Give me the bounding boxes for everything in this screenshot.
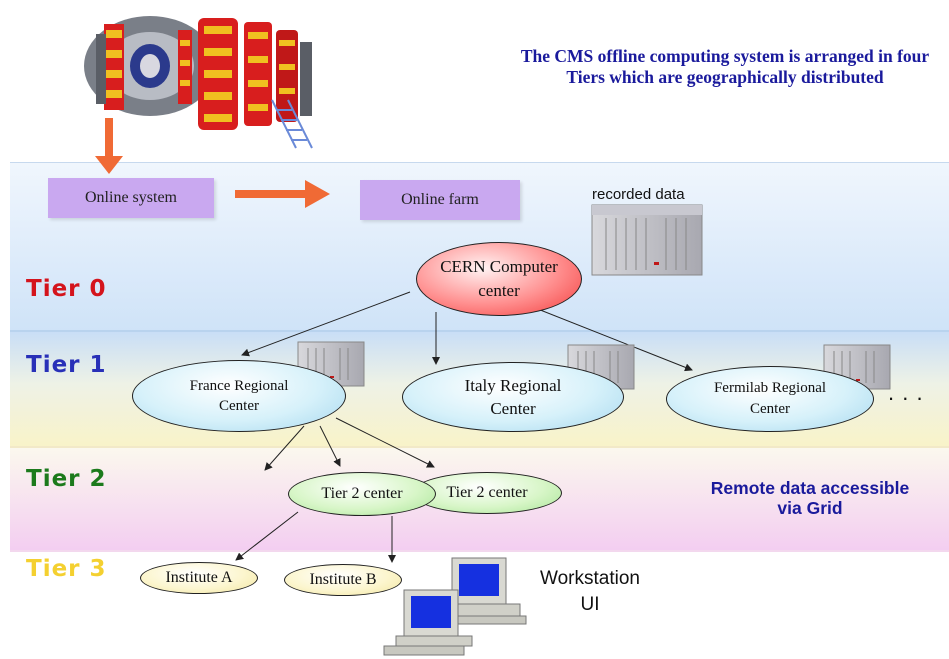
institute-a-label: Institute A [165, 569, 233, 586]
tier3-label: Tier 3 [26, 556, 107, 582]
online-system-label: Online system [85, 189, 177, 206]
tier2-center-node-a: Tier 2 center [288, 472, 436, 516]
italy-line2: Center [490, 399, 536, 418]
online-farm-label: Online farm [401, 191, 479, 208]
cern-line1: CERN Computer [440, 257, 558, 276]
france-line2: Center [219, 398, 259, 414]
tier2-b-label: Tier 2 center [446, 484, 528, 501]
france-regional-center-node: France Regional Center [132, 360, 346, 432]
tier1-label: Tier 1 [26, 352, 107, 378]
cern-computer-center-node: CERN Computer center [416, 242, 582, 316]
fermilab-regional-center-node: Fermilab Regional Center [666, 366, 874, 432]
online-farm-box: Online farm [360, 180, 520, 220]
tier2-label: Tier 2 [26, 466, 107, 492]
tier0-label: Tier 0 [26, 276, 107, 302]
cern-line2: center [478, 281, 520, 300]
tier2-a-label: Tier 2 center [321, 485, 403, 502]
more-centers-ellipsis: . . . [888, 380, 924, 405]
workstation-line1: Workstation [540, 568, 640, 589]
tier2-center-node-b: Tier 2 center [412, 472, 562, 514]
italy-regional-center-node: Italy Regional Center [402, 362, 624, 432]
fermilab-line1: Fermilab Regional [713, 380, 827, 396]
workstation-line2: UI [580, 594, 600, 615]
remote-note-line1: Remote data accessible [710, 478, 910, 498]
workstation-label: Workstation UI [528, 566, 652, 618]
institute-a-node: Institute A [140, 562, 258, 594]
online-system-box: Online system [48, 178, 214, 218]
remote-note-line2: via Grid [777, 498, 843, 518]
institute-b-label: Institute B [309, 571, 377, 588]
headline-text: The CMS offline computing system is arra… [520, 46, 930, 87]
institute-b-node: Institute B [284, 564, 402, 596]
remote-data-note: Remote data accessible via Grid [660, 478, 949, 518]
france-line1: France Regional [189, 378, 289, 394]
fermilab-line2: Center [750, 401, 790, 417]
recorded-data-label: recorded data [592, 186, 685, 203]
italy-line1: Italy Regional [464, 376, 562, 395]
arrow-icon [105, 118, 113, 160]
